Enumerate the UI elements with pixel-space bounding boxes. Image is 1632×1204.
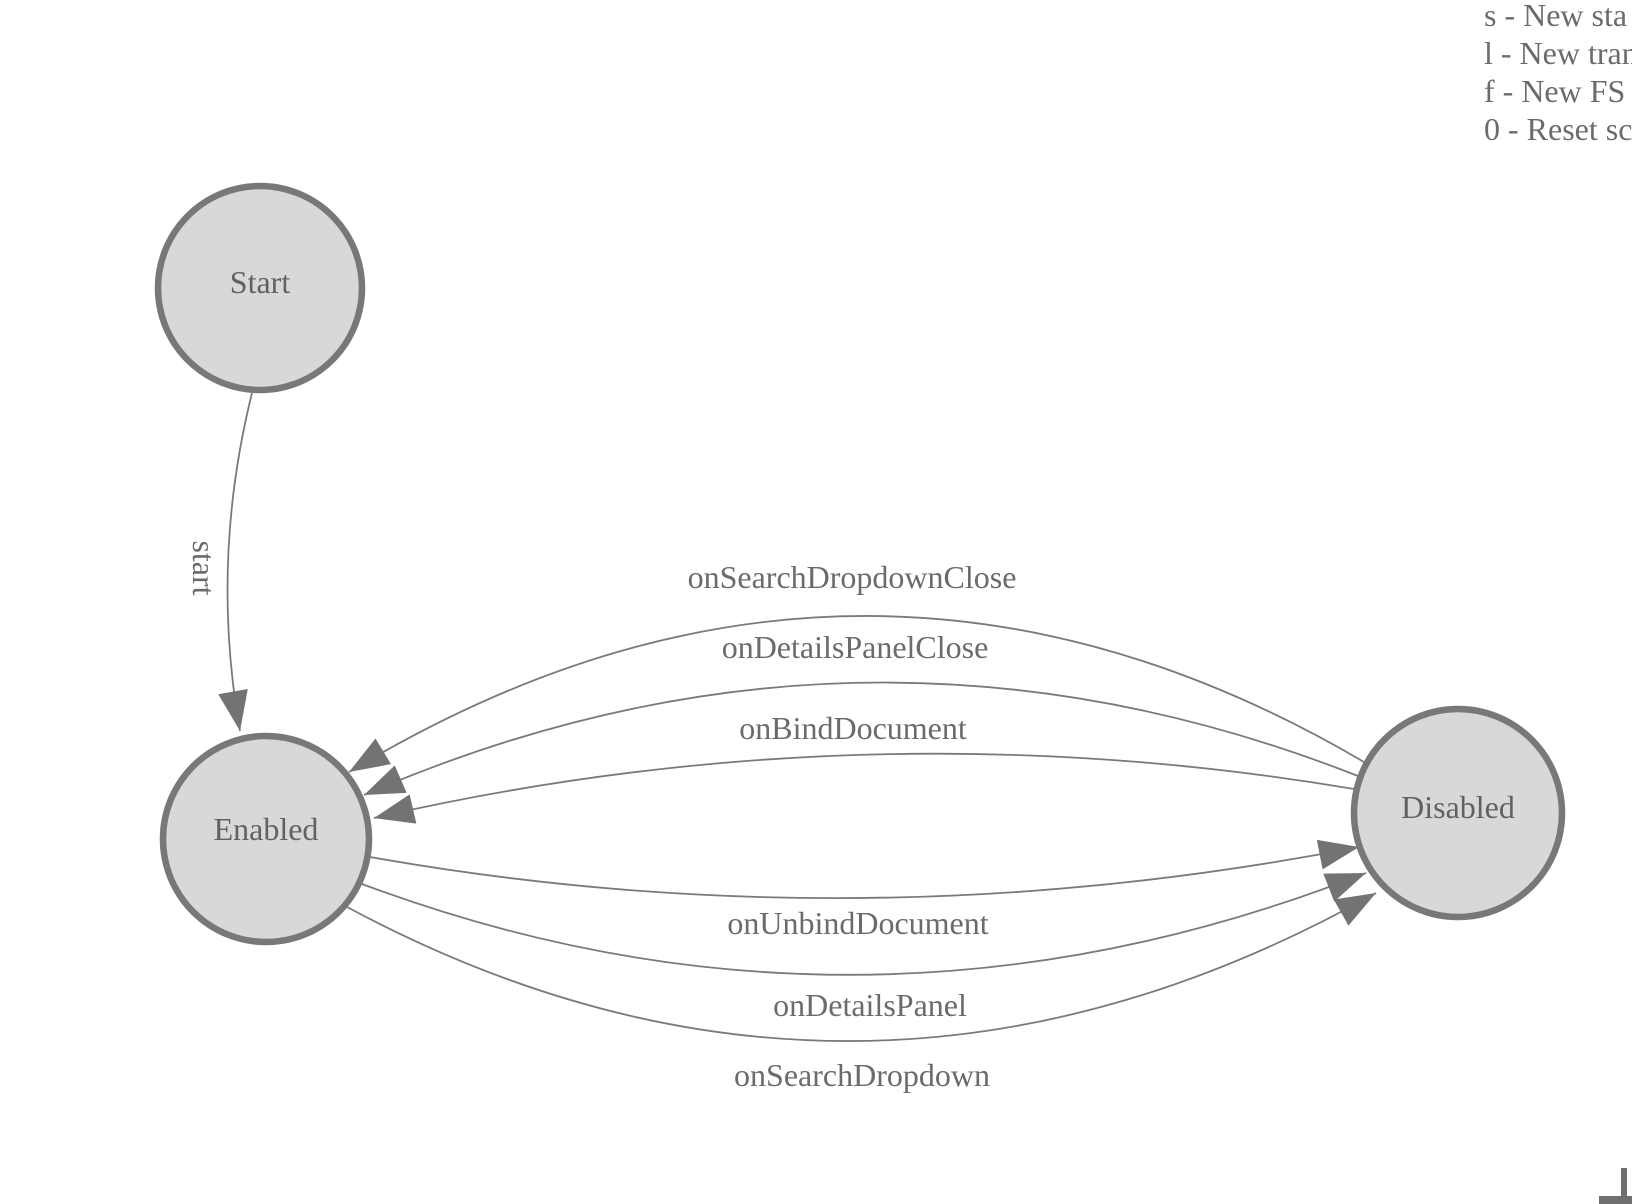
transition-onUnbindDocument[interactable]: onUnbindDocument [369, 839, 1360, 941]
state-node-start[interactable]: Start [154, 182, 366, 394]
state-node-enabled-circle[interactable] [159, 732, 373, 946]
transition-onDetailsPanel-label: onDetailsPanel [773, 987, 967, 1023]
transition-onSearchDropdown[interactable]: onSearchDropdown [346, 892, 1377, 1093]
transition-onDetailsPanelClose-path[interactable] [363, 681, 1359, 796]
canvas-corner-mark-horizontal [1599, 1196, 1632, 1204]
transition-onSearchDropdownClose-path[interactable] [348, 615, 1365, 773]
legend-line-new-fsm: f - New FS [1484, 73, 1625, 109]
shortcuts-legend: s - New sta l - New tran f - New FS 0 - … [1484, 0, 1632, 147]
state-node-disabled[interactable]: Disabled [1350, 705, 1566, 921]
transition-onBindDocument-label: onBindDocument [739, 710, 967, 746]
transition-onUnbindDocument-label: onUnbindDocument [727, 905, 988, 941]
transition-onBindDocument[interactable]: onBindDocument [373, 710, 1355, 824]
transition-onSearchDropdownClose[interactable]: onSearchDropdownClose [348, 559, 1365, 773]
transition-onUnbindDocument-path[interactable] [369, 839, 1360, 900]
state-node-enabled[interactable]: Enabled [159, 732, 373, 946]
transition-onSearchDropdown-label: onSearchDropdown [734, 1057, 990, 1093]
state-node-start-circle[interactable] [154, 182, 366, 394]
legend-line-new-transition: l - New tran [1484, 35, 1632, 71]
transition-start-path[interactable] [218, 392, 253, 732]
transition-onSearchDropdown-path[interactable] [346, 892, 1377, 1042]
transition-onSearchDropdownClose-label: onSearchDropdownClose [688, 559, 1017, 595]
state-node-enabled-label: Enabled [214, 811, 319, 847]
transition-onDetailsPanelClose-label: onDetailsPanelClose [722, 629, 989, 665]
transition-start-label: start [186, 540, 222, 595]
transition-onBindDocument-path[interactable] [373, 752, 1355, 824]
transition-onDetailsPanelClose[interactable]: onDetailsPanelClose [363, 629, 1359, 796]
state-node-start-label: Start [230, 264, 291, 300]
legend-line-reset: 0 - Reset sc [1484, 111, 1632, 147]
canvas-corner-mark-vertical [1621, 1168, 1627, 1204]
transition-start[interactable]: start [186, 392, 253, 732]
state-node-disabled-circle[interactable] [1350, 705, 1566, 921]
transition-onDetailsPanel[interactable]: onDetailsPanel [361, 872, 1367, 1023]
canvas-corner-mark [1599, 1168, 1632, 1204]
transition-onDetailsPanel-path[interactable] [361, 872, 1367, 976]
state-node-disabled-label: Disabled [1401, 789, 1515, 825]
legend-line-new-state: s - New sta [1484, 0, 1627, 33]
